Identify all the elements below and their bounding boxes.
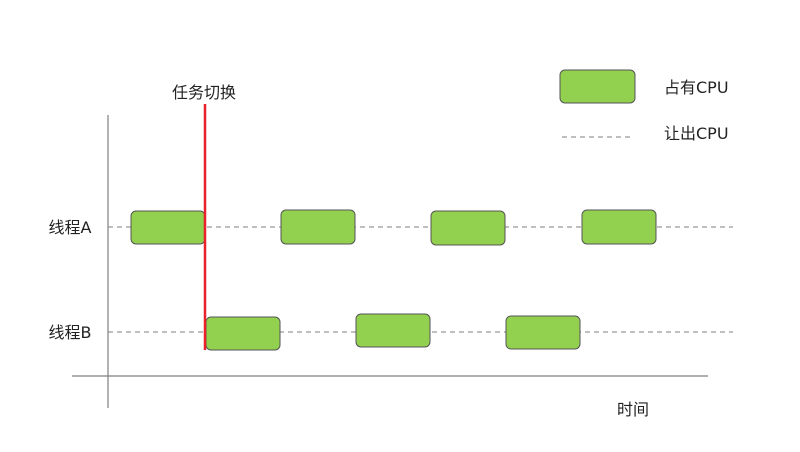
thread-a-running-block bbox=[130, 210, 206, 245]
time-axis-label: 时间 bbox=[617, 400, 649, 419]
thread-b-running-block bbox=[505, 315, 581, 350]
thread-b-running-block bbox=[355, 313, 431, 348]
thread-b-label: 线程B bbox=[49, 323, 92, 342]
task-switch-label: 任务切换 bbox=[172, 83, 236, 102]
thread-a-running-block bbox=[581, 209, 657, 245]
legend-occupy-label: 占有CPU bbox=[664, 78, 729, 97]
legend-occupy-swatch bbox=[559, 69, 636, 104]
thread-a-running-block bbox=[430, 210, 506, 246]
thread-a-running-block bbox=[280, 209, 356, 245]
legend-yield-label: 让出CPU bbox=[664, 124, 729, 143]
legend: 占有CPU 让出CPU bbox=[559, 69, 729, 143]
thread-a-label: 线程A bbox=[49, 218, 92, 237]
thread-b-running-block bbox=[205, 316, 281, 351]
